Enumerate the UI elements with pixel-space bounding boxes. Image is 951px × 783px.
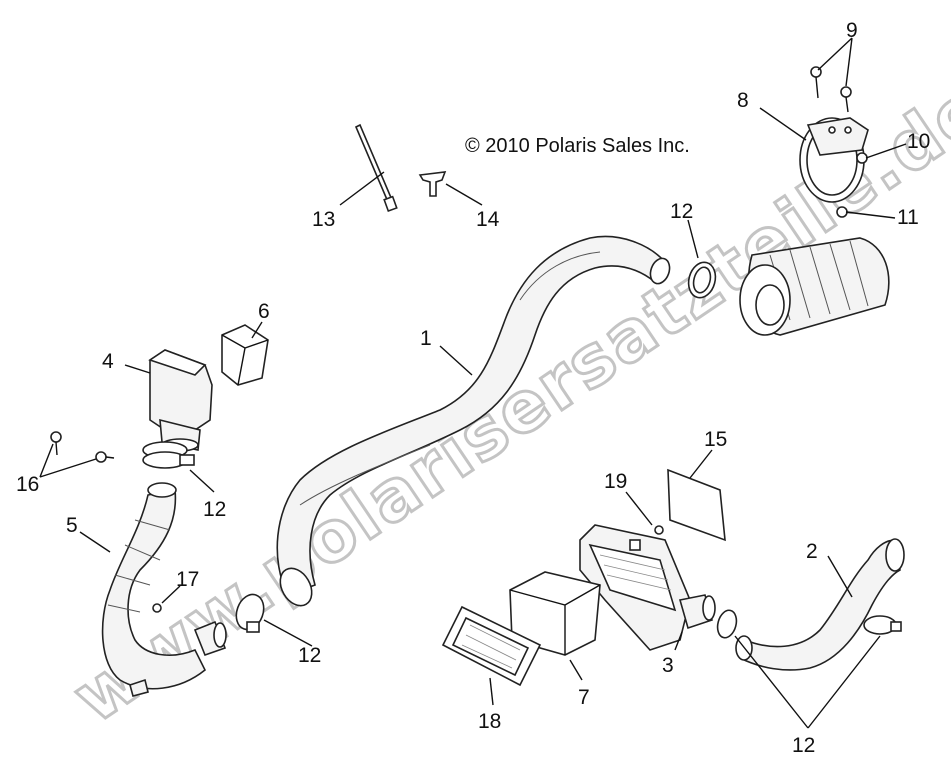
block-part-6 xyxy=(221,324,269,386)
cable-tie-part-13 xyxy=(354,123,398,213)
intake-duct-part-1 xyxy=(276,235,671,607)
clamp-part-12-d xyxy=(716,609,902,639)
callout-5: 5 xyxy=(66,514,78,537)
resonator-part-4 xyxy=(148,349,213,452)
callout-8: 8 xyxy=(737,89,749,112)
screws-part-16 xyxy=(50,431,115,463)
label-part-15 xyxy=(667,468,726,542)
fastener-part-17 xyxy=(152,603,162,613)
clamp-part-12-b xyxy=(142,441,195,469)
callout-4: 4 xyxy=(102,350,114,373)
callout-16: 16 xyxy=(16,473,39,496)
callout-15: 15 xyxy=(704,428,727,451)
bracket-part-8 xyxy=(799,117,869,203)
clamp-part-12-c xyxy=(235,593,265,633)
nut-part-11 xyxy=(836,206,848,218)
leader-lines xyxy=(39,37,907,729)
nut-part-10 xyxy=(856,152,868,164)
callout-7: 7 xyxy=(578,686,590,709)
filter-element-part-7 xyxy=(509,571,601,656)
callout-14: 14 xyxy=(476,208,500,231)
callout-1: 1 xyxy=(420,327,432,350)
outlet-hose-part-2 xyxy=(735,538,905,671)
copyright-text: © 2010 Polaris Sales Inc. xyxy=(465,135,690,157)
callout-18: 18 xyxy=(478,710,501,733)
fastener-part-19 xyxy=(654,525,664,535)
airbox-part-3 xyxy=(579,524,716,651)
air-filter-assembly xyxy=(739,237,890,336)
callout-13: 13 xyxy=(312,208,335,231)
callout-12-bottom: 12 xyxy=(792,734,815,757)
callout-6: 6 xyxy=(258,300,270,323)
callout-3: 3 xyxy=(662,654,674,677)
callout-9: 9 xyxy=(846,19,858,42)
clamp-part-12-a xyxy=(687,261,717,299)
callout-11: 11 xyxy=(897,206,919,229)
callout-2: 2 xyxy=(806,540,818,563)
callout-12-top: 12 xyxy=(670,200,693,223)
callout-12-middle: 12 xyxy=(298,644,321,667)
callout-19: 19 xyxy=(604,470,627,493)
bolts-part-9 xyxy=(810,66,852,113)
callout-12-left: 12 xyxy=(203,498,226,521)
lower-tube-part-5 xyxy=(101,482,227,697)
push-clip-part-14 xyxy=(418,171,447,197)
callout-10: 10 xyxy=(907,130,930,153)
callout-17: 17 xyxy=(176,568,199,591)
filter-frame-part-18 xyxy=(441,605,542,687)
